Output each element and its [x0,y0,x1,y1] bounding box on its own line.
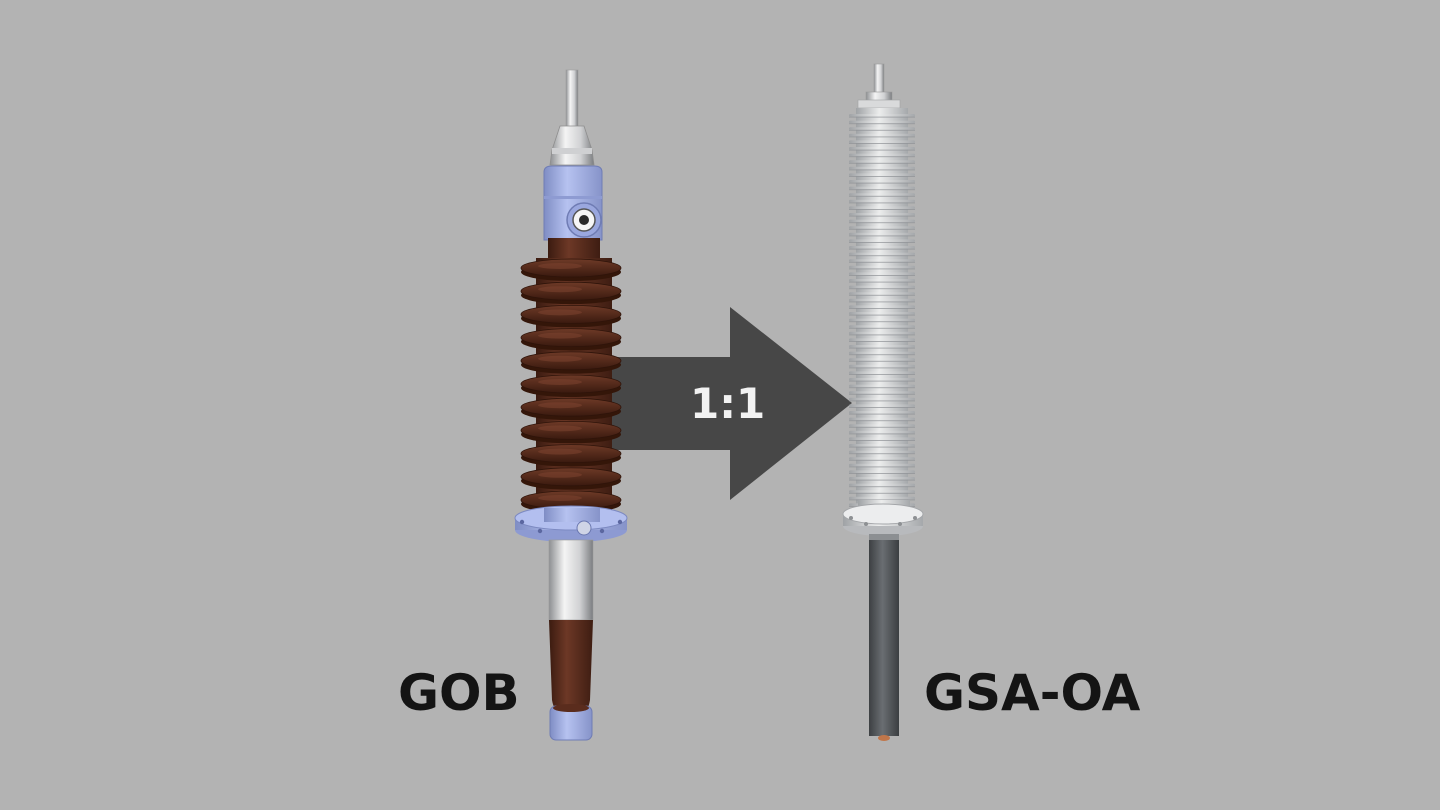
gsa-oa-bushing-image [842,63,924,741]
arrow-right-icon [612,307,852,500]
gsa-oa-product-label: GSA-OA [924,664,1141,722]
conversion-ratio-label: 1:1 [690,379,766,428]
gob-product-label: GOB [398,664,520,722]
gob-bushing-image [514,69,628,741]
